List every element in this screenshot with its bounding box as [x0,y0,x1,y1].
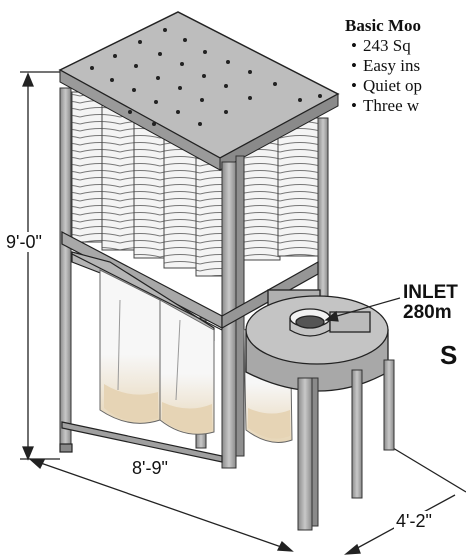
spec-bullet: Three w [345,96,466,116]
spec-bullets: 243 Sq Easy ins Quiet op Three w [345,36,466,116]
blower-legs [297,359,395,531]
width-dimension-label: 8'-9" [130,458,170,478]
spec-title: Basic Moo [345,16,422,35]
height-dimension-label: 9'-0" [4,232,44,252]
width-dimension-line [28,458,294,552]
inlet-label-line1: INLET [403,283,458,303]
side-letter: S [440,340,458,370]
depth-dimension-line [344,447,466,555]
bottom-brace [59,421,223,463]
spec-bullet: Easy ins [345,56,466,76]
inlet-label-line2: 280m [403,302,452,323]
depth-dimension-label: 4'-2" [394,511,434,531]
spec-bullet: Quiet op [345,76,466,96]
height-dimension-line [20,71,60,461]
spec-list-panel: Basic Moo 243 Sq Easy ins Quiet op Three… [345,16,466,246]
blower-unit [245,289,389,392]
spec-bullet: 243 Sq [345,36,466,56]
inlet-label: INLET 280m [403,283,466,323]
top-plate [58,11,340,171]
inlet-pointer-arrow [324,297,401,322]
